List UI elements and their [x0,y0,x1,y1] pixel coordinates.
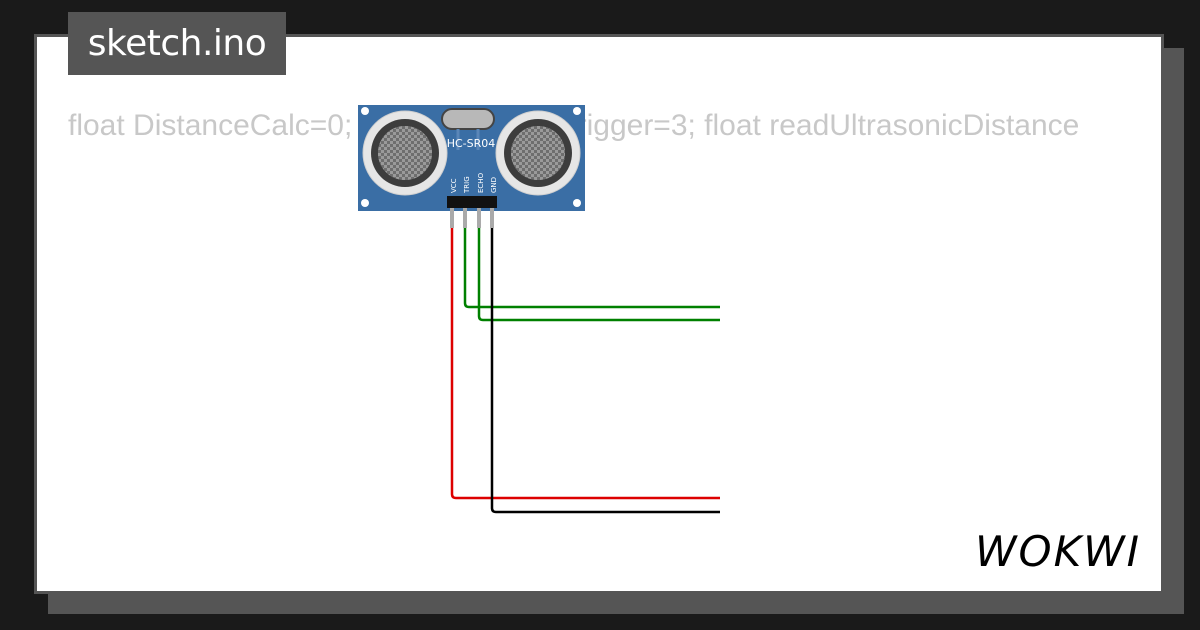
diagram-card [34,34,1164,594]
pin-label-vcc: VCC [450,178,458,193]
pin-trig[interactable] [463,208,467,228]
mount-hole [573,107,581,115]
echo-wire[interactable] [477,228,720,322]
wires [450,228,720,514]
pin-label-gnd: GND [490,177,498,193]
wokwi-logo-text: WOKWI [975,527,1141,576]
hc-sr04-sensor[interactable]: HC-SR04 VCC TRIG ECHO GND [358,105,585,228]
mount-hole [361,107,369,115]
sensor-model-label: HC-SR04 [447,137,496,150]
vcc-wire[interactable] [450,228,720,500]
gnd-wire[interactable] [490,228,720,514]
pin-label-trig: TRIG [463,176,471,194]
pin-label-echo: ECHO [477,172,485,193]
receiver-transducer [495,110,581,196]
pin-echo[interactable] [477,208,481,228]
mount-hole [361,199,369,207]
transmitter-transducer [362,110,448,196]
mount-hole [573,199,581,207]
crystal [441,108,495,130]
wokwi-logo: WOKWI [975,527,1141,576]
file-tab[interactable]: sketch.ino [68,12,286,75]
pin-header [447,196,497,228]
pin-vcc[interactable] [450,208,454,228]
pin-gnd[interactable] [490,208,494,228]
trig-wire[interactable] [463,228,720,309]
